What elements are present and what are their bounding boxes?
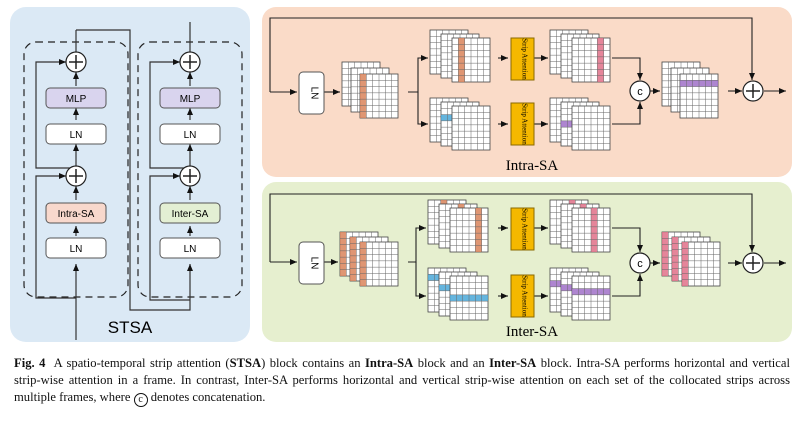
- left-ln-top-label: LN: [70, 130, 83, 141]
- inter-strip-attention-bottom: [510, 274, 535, 318]
- right-ln-bottom-label: LN: [184, 244, 197, 255]
- right-inter-sa-label: Inter-SA: [172, 209, 209, 220]
- right-mlp-box: [159, 87, 221, 109]
- right-mlp-label: MLP: [180, 94, 201, 105]
- inter-ln-box: [298, 241, 325, 285]
- right-inter-sa-box: [159, 202, 221, 224]
- intra-horizontal-strips-2: [451, 105, 491, 151]
- intra-input-stack-2: [359, 73, 399, 119]
- caption-text-4: block. Intra-SA performs horizontal and …: [14, 356, 790, 404]
- intra-concat-label: c: [637, 86, 643, 98]
- intra-sa-title: Intra-SA: [506, 158, 559, 174]
- intra-strip-attention-bottom-label: Strip Attention: [521, 103, 529, 145]
- stsa-right-block-content: [149, 22, 193, 301]
- intra-vertical-strips-2: [451, 37, 491, 83]
- left-mlp-label: MLP: [66, 94, 87, 105]
- figure-caption: Fig. 4 A spatio-temporal strip attention…: [14, 355, 790, 407]
- right-ln-bottom-box: [159, 237, 221, 259]
- inter-concat-label: c: [637, 258, 643, 270]
- intra-strip-attention-top: [510, 37, 535, 81]
- inter-ln-label: LN: [309, 257, 320, 270]
- caption-text-3: block and an: [413, 356, 490, 370]
- caption-fig-label: Fig. 4: [14, 356, 46, 370]
- intra-sa-flow: [269, 17, 786, 127]
- stsa-title: STSA: [108, 318, 153, 337]
- intra-strip-attention-top-label: Strip Attention: [521, 38, 529, 80]
- caption-concat-symbol: c: [133, 393, 148, 407]
- caption-inter: Inter-SA: [489, 356, 537, 370]
- intra-sa-panel: [262, 7, 792, 177]
- inter-horizontal-strips-2: [449, 275, 489, 321]
- caption-text-2: ) block contains an: [261, 356, 365, 370]
- inter-vertical-strips-2: [449, 207, 489, 253]
- left-intra-sa-box: [45, 202, 107, 224]
- caption-intra: Intra-SA: [364, 356, 414, 370]
- inter-output-stack-2: [681, 241, 721, 287]
- right-ln-top-label: LN: [184, 130, 197, 141]
- left-ln-bottom-box: [45, 237, 107, 259]
- inter-vertical-out-2: [571, 207, 611, 253]
- inter-sa-title: Inter-SA: [506, 324, 558, 340]
- inter-sa-flow: [269, 193, 786, 299]
- intra-horizontal-out-2: [571, 105, 611, 151]
- inter-input-stack-2: [359, 241, 399, 287]
- left-ln-bottom-label: LN: [70, 244, 83, 255]
- intra-vertical-out-2: [571, 37, 611, 83]
- left-mlp-box: [45, 87, 107, 109]
- intra-output-stack-2: [679, 73, 719, 119]
- inter-sa-panel: [262, 182, 792, 342]
- left-intra-sa-label: Intra-SA: [58, 209, 95, 220]
- left-ln-top-box: [45, 123, 107, 145]
- stsa-figure: MLP LN Intra-SA LN MLP LN Inter-SA LN ST…: [10, 7, 792, 342]
- caption-text-1: A spatio-temporal strip attention (: [53, 356, 230, 370]
- inter-horizontal-out-2: [571, 275, 611, 321]
- caption-text-5: denotes concatenation.: [147, 390, 266, 404]
- intra-strip-attention-bottom: [510, 102, 535, 146]
- inter-concat-node: [629, 252, 651, 274]
- caption-stsa: STSA: [229, 356, 262, 370]
- right-ln-top-box: [159, 123, 221, 145]
- intra-ln-label: LN: [309, 87, 320, 100]
- intra-ln-box: [298, 71, 325, 115]
- stsa-left-block-content: [35, 30, 79, 340]
- intra-concat-node: [629, 80, 651, 102]
- inter-strip-attention-bottom-label: Strip Attention: [521, 275, 529, 317]
- inter-strip-attention-top-label: Strip Attention: [521, 208, 529, 250]
- feature-map-grids: [339, 29, 721, 321]
- inter-strip-attention-top: [510, 207, 535, 251]
